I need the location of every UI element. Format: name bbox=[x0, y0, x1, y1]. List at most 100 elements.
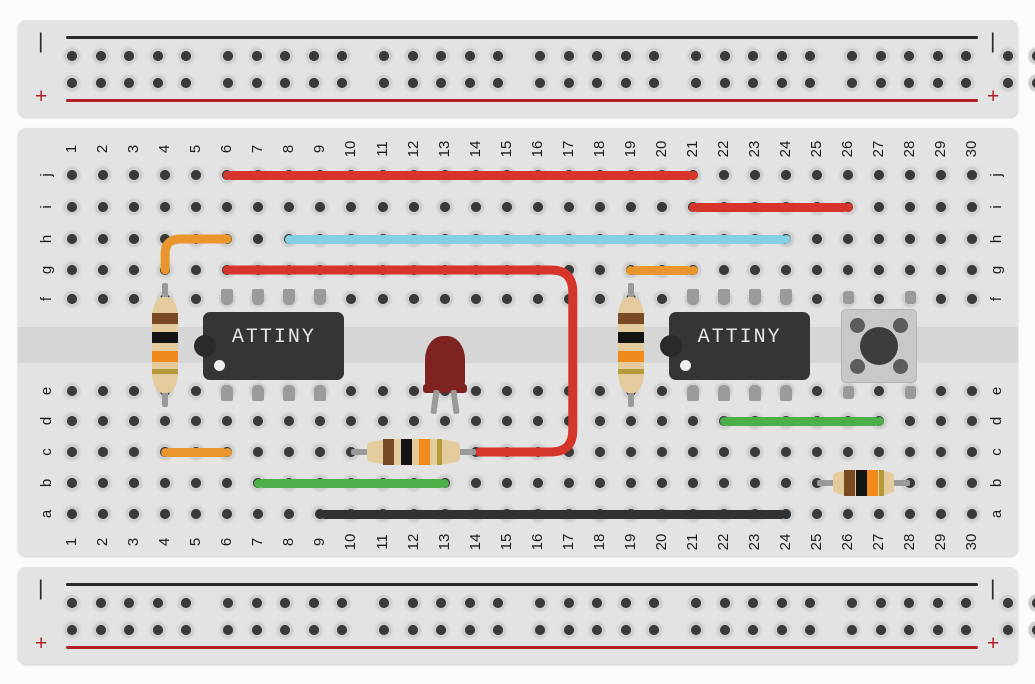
hole-i14 bbox=[466, 198, 485, 216]
resistor-vertical-right-body bbox=[617, 297, 644, 393]
rail-hole-top-neg-11 bbox=[403, 47, 422, 65]
hole-i29 bbox=[932, 198, 951, 216]
hole-b6 bbox=[218, 474, 237, 492]
hole-a2 bbox=[94, 505, 113, 523]
rail-hole-top-neg-28 bbox=[928, 47, 947, 65]
wire-b7-b13[interactable] bbox=[258, 478, 445, 488]
resistor-vertical-right-band-orange bbox=[617, 350, 644, 362]
wire-h8-h24-tip-end bbox=[781, 234, 791, 244]
hole-d9 bbox=[311, 412, 330, 430]
led-red[interactable] bbox=[422, 336, 467, 415]
rail-hole-bottom-neg-24 bbox=[801, 594, 820, 612]
hole-j1 bbox=[63, 166, 81, 184]
led-red-leg-cathode bbox=[449, 389, 460, 415]
rail-hole-bottom-pos-7 bbox=[276, 621, 295, 639]
attiny-chip-left[interactable]: ATTINY bbox=[194, 312, 345, 380]
attiny-chip-right-pin-bottom-23 bbox=[749, 385, 762, 401]
hole-a26 bbox=[839, 505, 858, 523]
attiny-chip-right[interactable]: ATTINY bbox=[660, 312, 811, 380]
push-button-leg-2 bbox=[904, 291, 916, 304]
rail-hole-bottom-pos-3 bbox=[148, 621, 167, 639]
resistor-vertical-left[interactable] bbox=[146, 283, 184, 407]
resistor-vertical-right-band-black bbox=[617, 332, 644, 344]
rail-hole-top-neg-18 bbox=[616, 47, 635, 65]
hole-h25 bbox=[808, 230, 827, 248]
push-button[interactable] bbox=[841, 309, 918, 383]
hole-e11 bbox=[373, 382, 392, 400]
rail-sign-negative-bottom-right: | bbox=[990, 577, 996, 600]
hole-j5 bbox=[187, 166, 206, 184]
attiny-chip-right-pin-top-23 bbox=[749, 289, 762, 305]
rail-line-negative-bottom bbox=[66, 583, 978, 586]
hole-j27 bbox=[870, 166, 889, 184]
rail-hole-bottom-pos-31 bbox=[1027, 621, 1035, 639]
resistor-horizontal-middle[interactable] bbox=[351, 433, 476, 471]
rail-hole-bottom-pos-30 bbox=[999, 621, 1017, 639]
hole-g5 bbox=[187, 261, 206, 279]
resistor-horizontal-middle-lead-left bbox=[351, 449, 376, 455]
hole-c23 bbox=[746, 443, 765, 461]
hole-g2 bbox=[94, 261, 113, 279]
rail-hole-bottom-pos-21 bbox=[715, 621, 734, 639]
hole-b29 bbox=[932, 474, 951, 492]
wire-b7-b13-tip-end bbox=[440, 478, 450, 488]
hole-i18 bbox=[590, 198, 609, 216]
rail-hole-bottom-neg-9 bbox=[333, 594, 352, 612]
rail-hole-top-pos-21 bbox=[715, 74, 734, 92]
hole-c19 bbox=[621, 443, 640, 461]
wire-a9-a24[interactable] bbox=[320, 509, 787, 519]
hole-f20 bbox=[652, 290, 671, 308]
hole-c30 bbox=[963, 443, 982, 461]
hole-d10 bbox=[342, 412, 361, 430]
wire-j6-j21[interactable] bbox=[227, 170, 693, 180]
hole-b21 bbox=[684, 474, 702, 492]
hole-e3 bbox=[125, 382, 144, 400]
rail-hole-top-pos-19 bbox=[645, 74, 664, 92]
hole-c2 bbox=[94, 443, 113, 461]
rail-hole-top-neg-9 bbox=[333, 47, 352, 65]
hole-e29 bbox=[932, 382, 951, 400]
rail-hole-top-pos-2 bbox=[120, 74, 139, 92]
wire-i21-i26[interactable] bbox=[693, 202, 849, 212]
hole-h7 bbox=[249, 230, 268, 248]
hole-b3 bbox=[125, 474, 144, 492]
resistor-horizontal-right[interactable] bbox=[817, 464, 911, 502]
hole-a4 bbox=[156, 505, 175, 523]
attiny-chip-right-pin-top-21 bbox=[687, 289, 699, 305]
hole-f25 bbox=[808, 290, 827, 308]
rail-hole-top-neg-27 bbox=[900, 47, 919, 65]
hole-a25 bbox=[808, 505, 827, 523]
hole-d29 bbox=[932, 412, 951, 430]
wire-i21-i26-tip-start bbox=[688, 202, 698, 212]
rail-hole-top-neg-3 bbox=[148, 47, 167, 65]
rail-hole-bottom-pos-28 bbox=[928, 621, 947, 639]
hole-b19 bbox=[621, 474, 640, 492]
hole-d18 bbox=[590, 412, 609, 430]
push-button-actuator[interactable] bbox=[860, 327, 899, 365]
wire-g19-g21[interactable] bbox=[630, 265, 693, 275]
wire-d22-d27[interactable] bbox=[724, 416, 880, 426]
rail-hole-top-pos-16 bbox=[559, 74, 578, 92]
rail-hole-bottom-neg-6 bbox=[247, 594, 266, 612]
rail-hole-bottom-neg-14 bbox=[489, 594, 508, 612]
rail-hole-top-pos-28 bbox=[928, 74, 947, 92]
rail-hole-bottom-neg-10 bbox=[375, 594, 393, 612]
wire-h8-h24[interactable] bbox=[289, 234, 787, 244]
rail-sign-positive-bottom-right: + bbox=[987, 632, 1000, 655]
resistor-vertical-right-band-gold bbox=[617, 369, 644, 375]
hole-h28 bbox=[901, 230, 920, 248]
rail-hole-top-pos-0 bbox=[63, 74, 81, 92]
rail-hole-top-neg-0 bbox=[63, 47, 81, 65]
rail-hole-top-pos-3 bbox=[148, 74, 167, 92]
hole-f13 bbox=[435, 290, 454, 308]
resistor-vertical-right[interactable] bbox=[612, 283, 650, 407]
hole-i1 bbox=[63, 198, 81, 216]
hole-b2 bbox=[94, 474, 113, 492]
rail-hole-top-neg-8 bbox=[304, 47, 323, 65]
hole-e5 bbox=[187, 382, 206, 400]
hole-b24 bbox=[777, 474, 796, 492]
hole-h27 bbox=[870, 230, 889, 248]
wire-c4-c6[interactable] bbox=[165, 447, 228, 457]
